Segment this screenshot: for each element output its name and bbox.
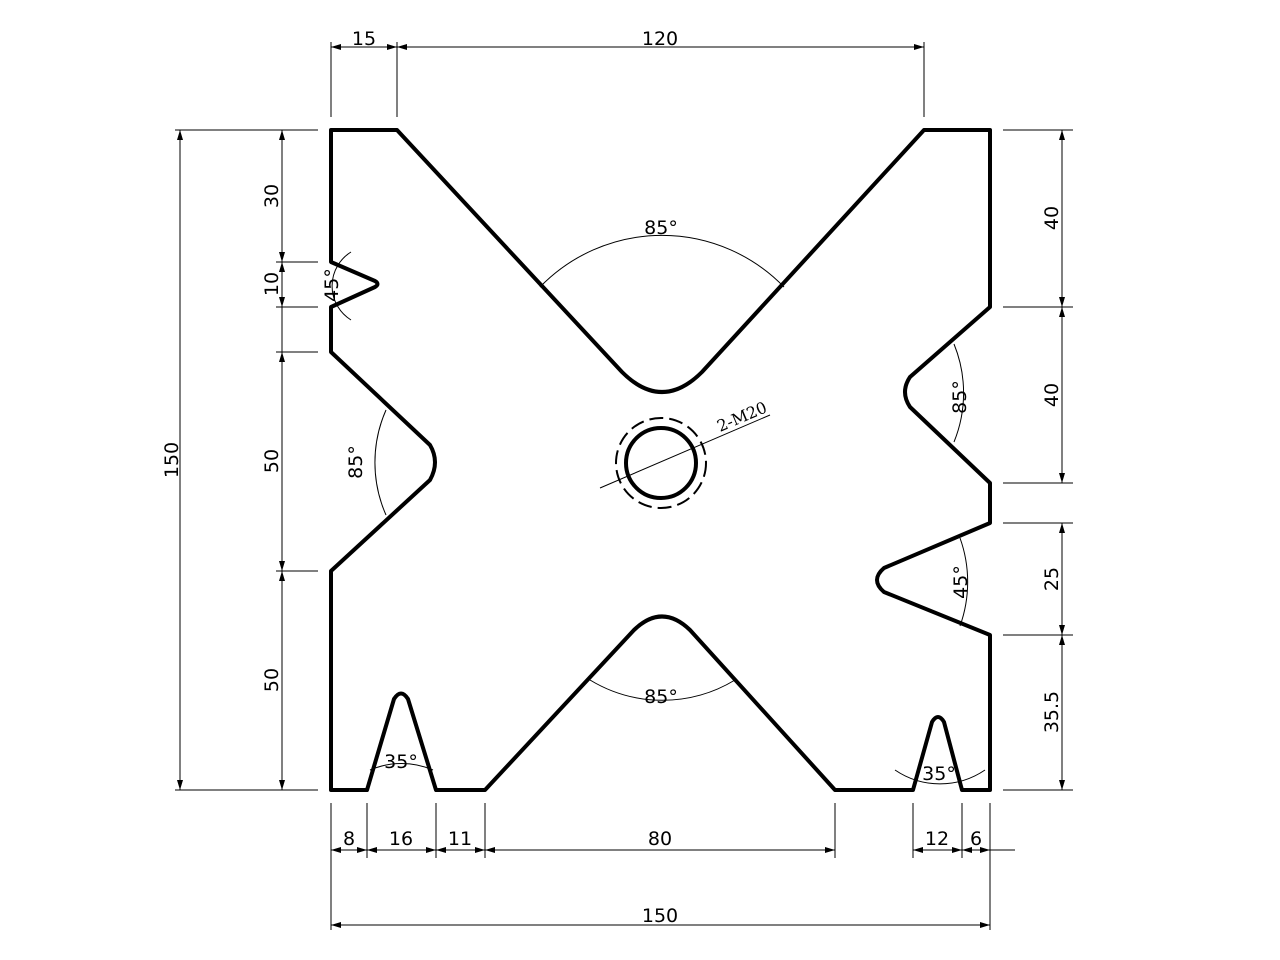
- arc-left-large: [374, 409, 387, 516]
- dim-right-35-5: 35.5: [1041, 691, 1063, 733]
- arc-left-small: [331, 251, 352, 321]
- dim-left-150: 150: [161, 442, 183, 478]
- dim-left-50b: 50: [261, 668, 283, 692]
- right-dimensions: 40 40 25 35.5: [1003, 129, 1073, 791]
- dim-bottom-16: 16: [389, 828, 413, 850]
- arc-right-upper: [953, 343, 965, 443]
- left-dimensions: 150 30 10 50 50: [161, 129, 318, 791]
- dim-top-15: 15: [352, 28, 376, 50]
- arc-bottom-right: [894, 769, 986, 785]
- angle-top-v: 85°: [644, 217, 678, 239]
- angle-bottom-left: 35°: [384, 751, 418, 773]
- dim-bottom-150: 150: [642, 905, 678, 927]
- top-dimensions: 15 120: [330, 28, 925, 117]
- dim-left-30: 30: [261, 184, 283, 208]
- dim-bottom-6: 6: [970, 828, 982, 850]
- dim-bottom-80: 80: [648, 828, 672, 850]
- dim-bottom-11: 11: [448, 828, 472, 850]
- dim-right-40b: 40: [1041, 383, 1063, 407]
- angle-bottom-v: 85°: [644, 686, 678, 708]
- angle-left-large: 85°: [345, 445, 367, 479]
- dim-left-50a: 50: [261, 449, 283, 473]
- dim-right-25: 25: [1041, 567, 1063, 591]
- hole-note: 2-M20: [714, 398, 770, 436]
- dim-top-120: 120: [642, 28, 678, 50]
- arc-bottom-v: [589, 679, 736, 701]
- arc-top-v: [539, 234, 785, 288]
- angle-right-lower: 45°: [950, 565, 972, 599]
- angle-right-upper: 85°: [949, 380, 971, 414]
- thread-circle: [615, 417, 707, 509]
- hole-circle: [624, 426, 698, 500]
- angle-bottom-right: 35°: [922, 763, 956, 785]
- arc-bottom-left: [369, 763, 434, 771]
- hole-leader: [599, 414, 771, 489]
- dim-bottom-12: 12: [925, 828, 949, 850]
- arc-right-lower: [959, 537, 969, 627]
- dim-left-10: 10: [261, 272, 283, 296]
- angle-left-small: 45°: [321, 268, 343, 302]
- bottom-dimensions: 8 16 11 80 12 6 150: [330, 803, 1015, 930]
- dim-right-40a: 40: [1041, 206, 1063, 230]
- part-outline: [329, 128, 992, 792]
- dim-bottom-8: 8: [343, 828, 355, 850]
